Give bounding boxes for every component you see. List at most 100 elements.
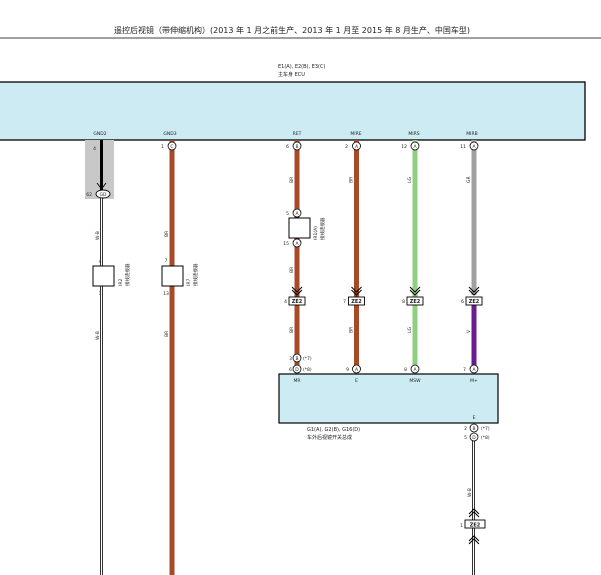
svg-text:A: A xyxy=(295,211,299,217)
svg-text:4: 4 xyxy=(284,299,287,305)
svg-text:IR7: IR7 xyxy=(186,279,192,286)
switch-pin-name-e: E xyxy=(355,378,358,384)
wire-mirs-green xyxy=(412,140,418,370)
switch-ids: G1(A), G2(B), G16(D) xyxy=(307,427,360,433)
ground-shaded-area xyxy=(85,140,114,199)
ze2-connector-mirb: 6 ZE2 xyxy=(461,296,483,306)
svg-text:ZE2: ZE2 xyxy=(410,299,421,305)
svg-text:6: 6 xyxy=(289,367,292,373)
svg-text:4: 4 xyxy=(99,259,102,265)
wire-mire-brown xyxy=(354,140,359,370)
wire-code: BR xyxy=(164,231,170,237)
switch-pin-msw-connector: 8 A xyxy=(404,364,420,374)
ecu-connector-ids: E1(A), E2(B), E3(C) xyxy=(278,64,325,70)
ecu-pin-mirb: MIRB xyxy=(466,131,477,137)
svg-text:7: 7 xyxy=(343,299,346,305)
wire-code: BR xyxy=(289,327,295,333)
svg-text:C: C xyxy=(170,144,173,150)
ground-arrow-icon xyxy=(96,182,107,190)
svg-text:(*8): (*8) xyxy=(481,435,490,441)
wire-code: W-B xyxy=(95,231,101,240)
svg-text:(*7): (*7) xyxy=(303,356,312,362)
main-body-ecu-box xyxy=(0,81,586,141)
switch-pin-e-bottom-connector: 2 B (*7) 5 D (*8) xyxy=(464,423,490,442)
svg-text:D: D xyxy=(295,367,299,373)
wire-ret-brown xyxy=(294,140,300,370)
svg-text:ZE2: ZE2 xyxy=(470,523,481,529)
wire-code: V xyxy=(466,329,472,333)
ecu-pin-gnd3-connector: 1 C xyxy=(161,141,177,151)
switch-name: 车外后视镜开关总成 xyxy=(307,434,352,441)
wire-switch-e-white xyxy=(472,440,475,575)
svg-text:B: B xyxy=(472,426,475,432)
switch-pin-mr-connector: 3 B (*7) 6 D (*8) xyxy=(289,353,312,374)
wire-code: GR xyxy=(466,176,472,183)
svg-text:(*8): (*8) xyxy=(303,367,312,373)
svg-text:接线连接器: 接线连接器 xyxy=(319,217,326,240)
svg-text:8: 8 xyxy=(404,367,407,373)
svg-text:接线连接器: 接线连接器 xyxy=(192,263,199,286)
wire-code: BR xyxy=(349,327,355,333)
chevron-markers xyxy=(291,286,480,296)
wire-gnd2-white xyxy=(100,140,103,575)
switch-pin-e-connector: 9 A xyxy=(346,364,361,374)
svg-text:7: 7 xyxy=(463,367,466,373)
svg-text:ZE2: ZE2 xyxy=(469,299,480,305)
wire-gnd3-brown xyxy=(169,140,175,575)
svg-text:3: 3 xyxy=(289,356,292,362)
svg-text:11: 11 xyxy=(460,144,466,150)
mirror-switch-box xyxy=(278,373,499,424)
svg-text:B: B xyxy=(295,356,298,362)
wire-code: BR xyxy=(289,177,295,183)
svg-text:ZE2: ZE2 xyxy=(351,299,362,305)
svg-text:A: A xyxy=(355,367,359,373)
svg-text:1: 1 xyxy=(99,291,102,297)
svg-text:2: 2 xyxy=(345,144,348,150)
double-chevron-down-icon xyxy=(468,286,480,296)
double-chevron-down-icon xyxy=(291,286,303,296)
double-chevron-up-icon xyxy=(468,535,480,545)
svg-text:7: 7 xyxy=(165,258,168,264)
wire-code: W-B xyxy=(467,488,473,497)
ecu-name: 主车身 ECU xyxy=(278,71,305,78)
ground-point: 62 GD xyxy=(86,182,111,199)
ecu-pin-mirb-connector: 11 A xyxy=(460,141,479,151)
diagram-title: 遥控后视镜（带伸缩机构）(2013 年 1 月之前生产、2013 年 1 月至 … xyxy=(114,25,470,35)
switch-pin-mplus-connector: 7 A xyxy=(463,364,479,374)
svg-text:A: A xyxy=(355,144,359,150)
svg-text:6: 6 xyxy=(461,299,464,305)
junction-connector-ir1: 5 A 15 A IR1(A) 接线连接器 xyxy=(283,208,326,248)
svg-text:A: A xyxy=(472,367,476,373)
ze2-connector-bottom: 1 ZE2 xyxy=(460,508,486,545)
switch-pin-name-mr: MR xyxy=(293,378,300,384)
junction-connector-ir7: 7 13 IR7 接线连接器 xyxy=(161,258,199,297)
svg-text:A: A xyxy=(413,144,417,150)
svg-text:8: 8 xyxy=(402,299,405,305)
wire-code: BR xyxy=(164,331,170,337)
ecu-pin-gnd3: GND3 xyxy=(163,131,176,137)
svg-text:62: 62 xyxy=(86,192,92,198)
ecu-pin-ret-connector: 6 B xyxy=(286,141,302,151)
svg-text:9: 9 xyxy=(346,367,349,373)
ecu-pin-gnd2: GND2 xyxy=(93,131,106,137)
double-chevron-down-icon xyxy=(409,286,421,296)
double-chevron-up-icon xyxy=(468,508,480,518)
svg-text:1: 1 xyxy=(460,523,463,529)
ecu-pin-mirs-connector: 12 A xyxy=(401,141,420,151)
ecu-pin-mire-connector: 2 A xyxy=(345,141,361,151)
ze2-connector-ret: 4 ZE2 xyxy=(284,296,306,306)
wire-code: BR xyxy=(289,267,295,273)
svg-text:D: D xyxy=(472,435,476,441)
ecu-pin-ret: RET xyxy=(293,131,302,137)
svg-text:(*7): (*7) xyxy=(481,426,490,432)
wire-mirb-gray xyxy=(471,140,477,295)
svg-text:13: 13 xyxy=(163,291,169,297)
svg-text:2: 2 xyxy=(464,426,467,432)
svg-text:ZE2: ZE2 xyxy=(292,299,303,305)
wire-mirb-purple xyxy=(471,300,477,370)
svg-text:接线连接器: 接线连接器 xyxy=(124,263,131,286)
wire-code-labels: W-B W-B BR BR BR BR BR BR BR LG LG GR V … xyxy=(95,176,473,497)
ecu-pin-num-gnd2: 4 xyxy=(93,146,96,152)
ecu-pin-mire: MIRE xyxy=(350,131,361,137)
svg-text:GD: GD xyxy=(100,192,107,198)
